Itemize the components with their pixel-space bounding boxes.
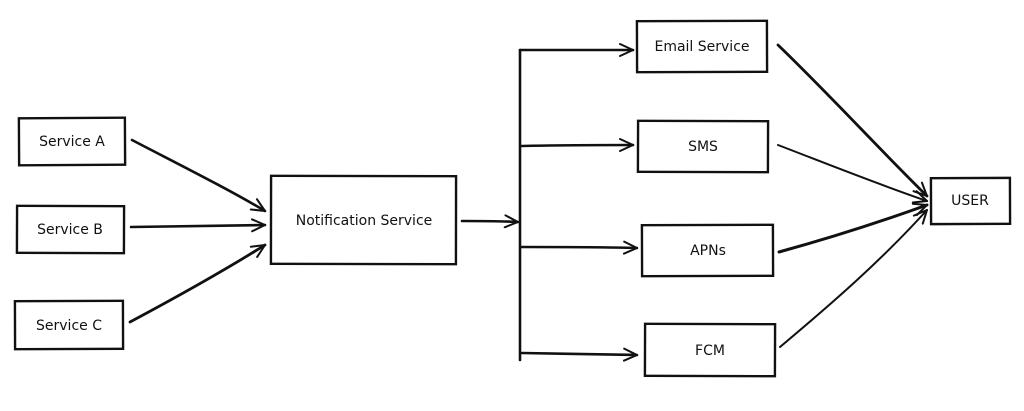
edge-service-c-to-notification xyxy=(128,243,267,324)
edge-bus-to-fcm xyxy=(520,347,639,362)
edge-fcm-to-user xyxy=(779,209,928,348)
edge-bus-to-apns xyxy=(520,240,639,255)
node-service-a-label: Service A xyxy=(39,134,105,150)
edge-apns-to-user xyxy=(777,202,929,254)
node-user: USER xyxy=(929,176,1012,226)
edge-service-b-to-notification xyxy=(129,218,267,233)
node-sms: SMS xyxy=(636,119,770,174)
node-service-c: Service C xyxy=(13,299,125,351)
node-apns-label: APNs xyxy=(690,243,726,259)
node-notification-service: Notification Service xyxy=(269,174,458,266)
edge-email-to-user xyxy=(776,43,929,198)
node-user-label: USER xyxy=(951,193,989,209)
node-service-b-label: Service B xyxy=(37,222,103,238)
node-service-c-label: Service C xyxy=(36,318,102,334)
node-apns: APNs xyxy=(640,223,775,278)
node-notification-service-label: Notification Service xyxy=(296,213,433,229)
node-sms-label: SMS xyxy=(688,139,718,155)
edge-notification-to-bus xyxy=(460,214,520,229)
node-service-b: Service B xyxy=(15,204,126,255)
edge-service-a-to-notification xyxy=(130,138,267,213)
node-fcm: FCM xyxy=(643,322,777,378)
node-service-a: Service A xyxy=(17,116,127,167)
node-email-service: Email Service xyxy=(635,19,769,74)
edge-bus-to-sms xyxy=(520,138,635,153)
node-email-service-label: Email Service xyxy=(654,39,749,55)
edge-sms-to-user xyxy=(777,144,928,204)
node-fcm-label: FCM xyxy=(695,343,725,359)
